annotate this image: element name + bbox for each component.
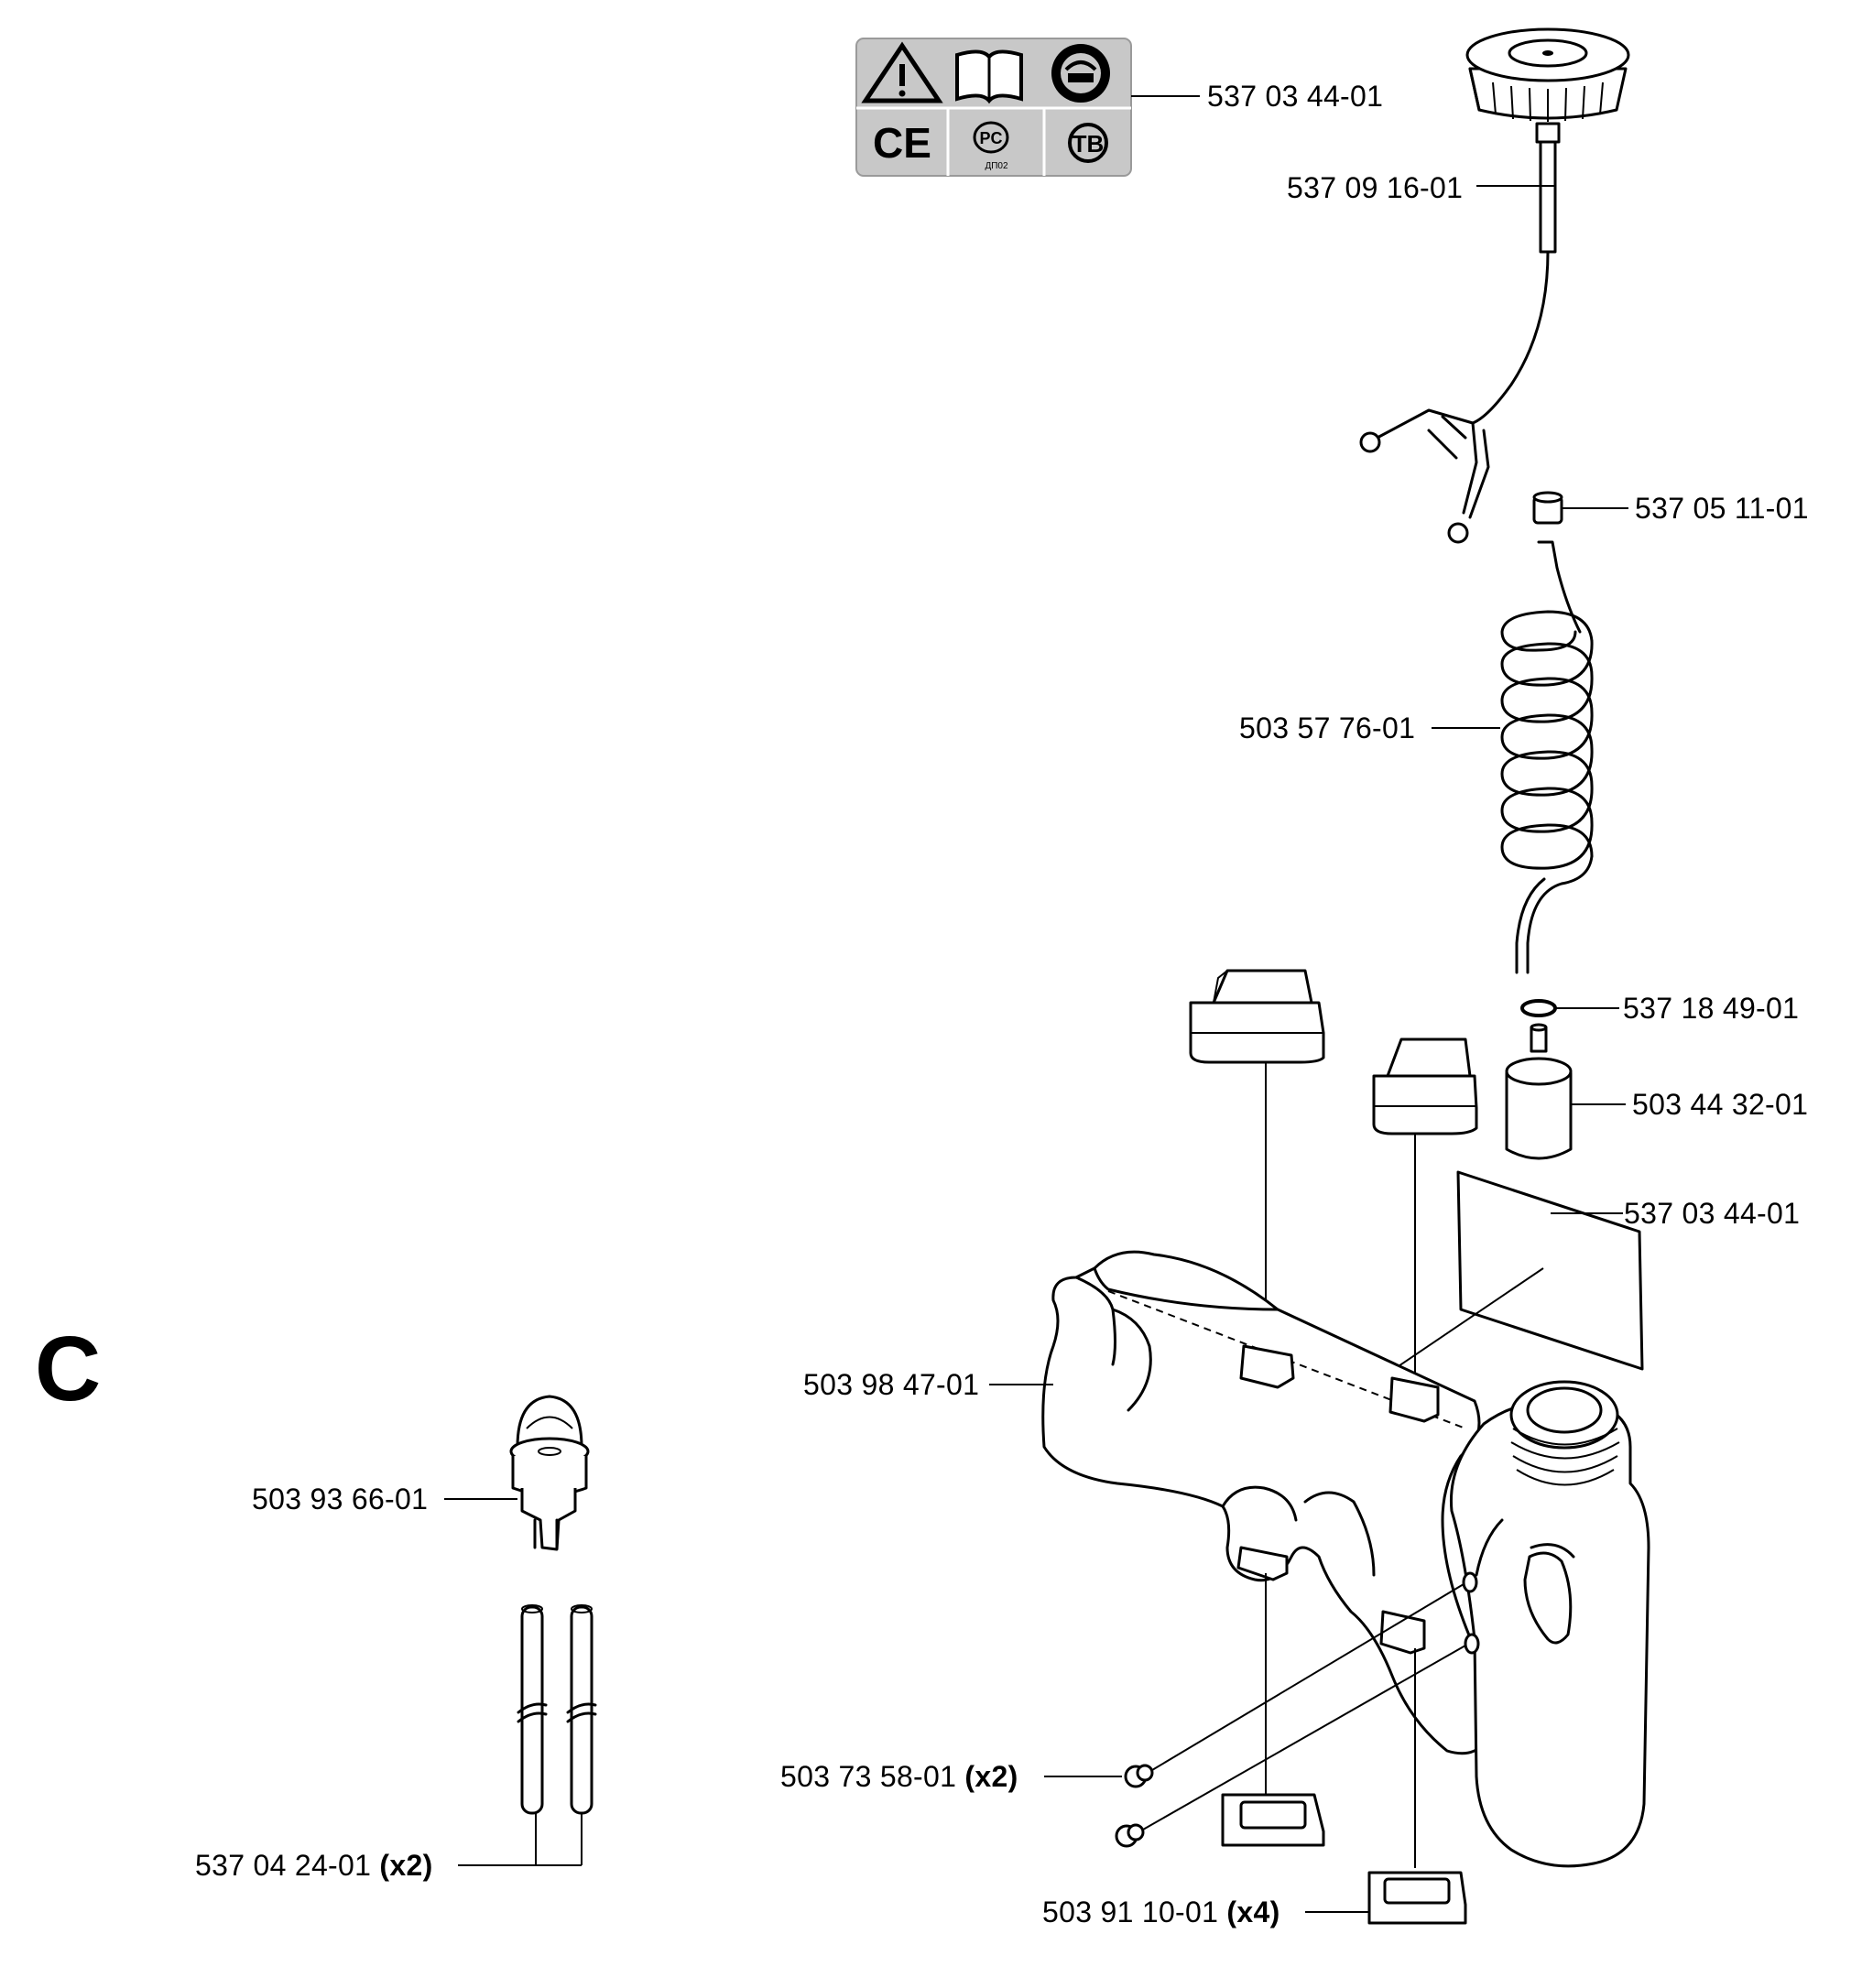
part-label-side-decal: 537 03 44-01 [1624,1197,1801,1230]
side-decal [1387,1170,1644,1374]
rubber-mount-bottom-left [1221,1793,1325,1847]
section-letter: C [35,1318,102,1420]
part-qty: (x4) [1226,1896,1280,1928]
fuel-hose-coil [1432,540,1594,974]
part-label-primer-bulb: 503 93 66-01 [252,1483,429,1515]
warning-triangle-icon [861,41,943,103]
svg-text:ДП02: ДП02 [985,161,1008,171]
part-number: 503 73 58-01 [780,1760,957,1793]
vent-valve [1532,491,1628,525]
part-label-fuel-hose: 503 57 76-01 [1239,712,1416,744]
tb-mark-icon: TB [1068,123,1108,163]
part-label-fuel-lines: 537 04 24-01 (x2) [195,1849,433,1882]
part-label-o-ring: 537 18 49-01 [1623,992,1800,1025]
part-number: 503 91 10-01 [1042,1896,1219,1928]
protection-icon [1051,44,1110,103]
part-label-fuel-cap: 537 09 16-01 [1287,171,1464,204]
decal-panel: CE PC ДП02 TB [855,38,1200,177]
part-label-vent-valve: 537 05 11-01 [1635,492,1809,525]
part-label-rubber-mount: 503 91 10-01 (x4) [1042,1896,1280,1928]
svg-text:TB: TB [1073,130,1105,158]
part-label-grommet: 503 73 58-01 (x2) [780,1760,1018,1793]
fuel-tank [989,1250,1650,1868]
ce-mark: CE [873,119,931,167]
part-qty: (x2) [379,1849,433,1882]
rubber-pad-top-left [1189,969,1325,1332]
rubber-mount-bottom-right [1305,1871,1467,1925]
svg-text:PC: PC [979,129,1002,147]
o-ring [1520,999,1619,1017]
part-label-fuel-tank: 503 98 47-01 [803,1368,980,1401]
fuel-cap-assembly [1359,27,1630,544]
grommets [1044,1583,1466,1848]
pct-mark-icon: PC ДП02 [973,121,1009,171]
fuel-lines [458,1604,597,1866]
primer-bulb [444,1395,590,1551]
part-number: 537 04 24-01 [195,1849,372,1882]
part-qty: (x2) [964,1760,1018,1793]
fuel-filter [1505,1023,1626,1160]
rubber-pad-top-right [1372,1037,1478,1392]
manual-book-icon [955,49,1023,104]
part-label-decal-top: 537 03 44-01 [1207,80,1384,113]
part-label-fuel-filter: 503 44 32-01 [1632,1088,1809,1121]
